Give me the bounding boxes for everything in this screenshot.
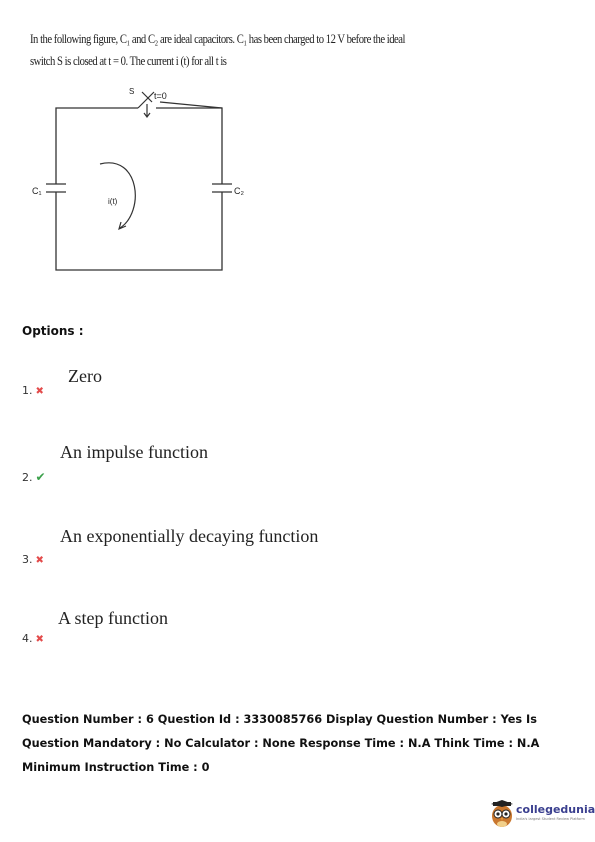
circuit-wires (55, 101, 223, 271)
c1-label: C₁ (32, 186, 42, 196)
owl-mascot-icon (491, 800, 513, 827)
switch-time-label: t=0 (154, 91, 167, 101)
option-1[interactable]: Zero 1.✖ (0, 360, 595, 420)
collegedunia-logo: collegedunia India's largest Student Rev… (490, 800, 595, 830)
option-3-number: 3.✖ (22, 553, 44, 566)
option-1-number: 1.✖ (22, 384, 44, 397)
current-arrow-icon (99, 162, 136, 231)
option-3[interactable]: An exponentially decaying function 3.✖ (0, 524, 595, 584)
capacitor-c1-icon (46, 170, 66, 208)
option-3-text: An exponentially decaying function (60, 526, 319, 546)
logo-name: collegedunia (516, 803, 595, 816)
correct-mark-icon: ✔ (35, 470, 46, 484)
option-2-number: 2.✔ (22, 470, 46, 484)
option-4-text: A step function (58, 608, 168, 628)
option-1-text: Zero (68, 366, 102, 386)
option-2-text: An impulse function (60, 442, 208, 462)
question-text: In the following figure, C₁ and C₂ are i… (30, 28, 456, 72)
capacitor-c2-icon (212, 170, 232, 208)
options-heading: Options : (22, 324, 84, 338)
switch-icon (137, 91, 155, 118)
wrong-mark-icon: ✖ (35, 634, 44, 645)
option-4[interactable]: A step function 4.✖ (0, 606, 595, 666)
c2-label: C₂ (234, 186, 244, 196)
question-metadata: Question Number : 6 Question Id : 333008… (22, 713, 540, 774)
option-4-number: 4.✖ (22, 632, 44, 645)
wrong-mark-icon: ✖ (35, 555, 44, 566)
question-line-1: In the following figure, C₁ and C₂ are i… (30, 31, 405, 46)
switch-label: S (129, 87, 134, 96)
question-line-2: switch S is closed at t = 0. The current… (30, 53, 227, 68)
current-label: i(t) (108, 197, 118, 206)
logo-tagline: India's largest Student Review Platform (516, 817, 585, 821)
circuit-diagram: S t=0 C₁ C₂ i(t) (32, 87, 244, 271)
wrong-mark-icon: ✖ (35, 386, 44, 397)
option-2[interactable]: An impulse function 2.✔ (0, 440, 595, 500)
